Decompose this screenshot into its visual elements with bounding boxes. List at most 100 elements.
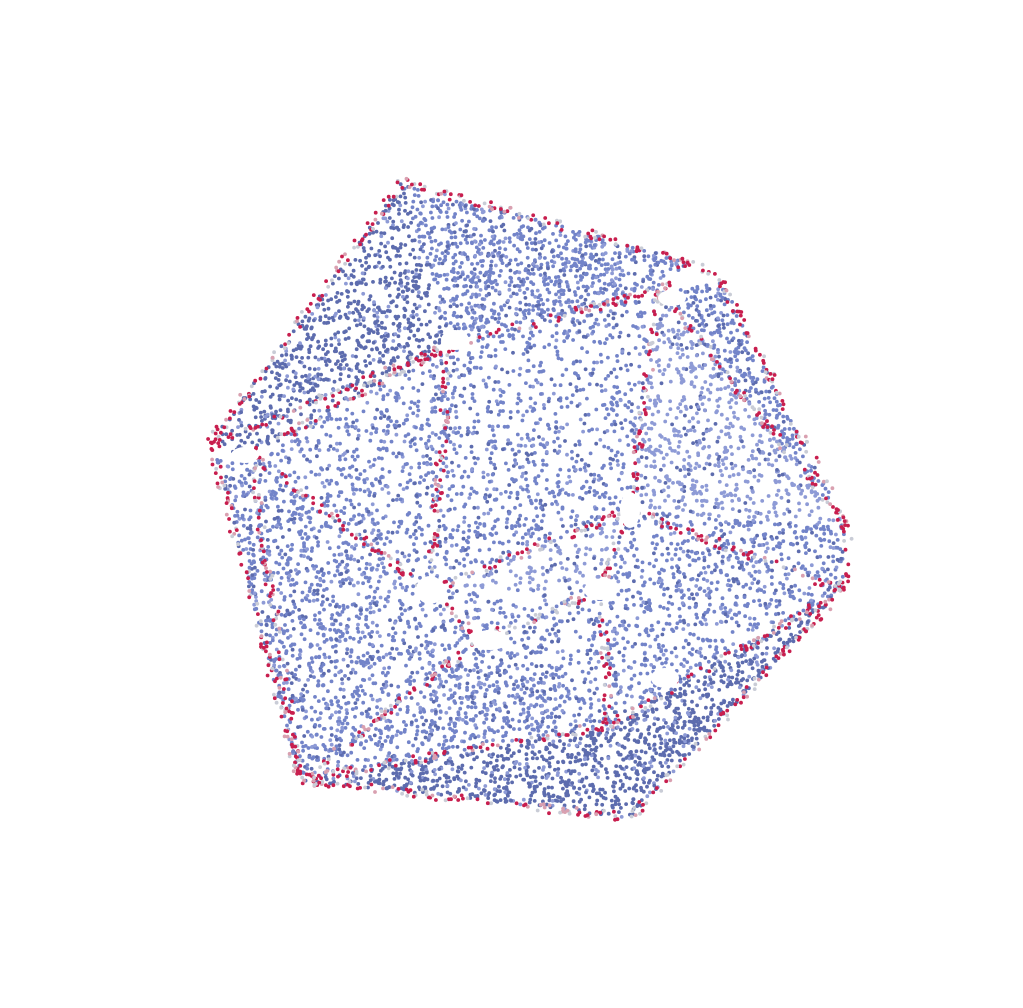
face-point bbox=[570, 299, 575, 304]
face-point bbox=[414, 536, 419, 541]
face-point bbox=[764, 412, 768, 416]
face-point bbox=[557, 444, 562, 448]
face-point bbox=[380, 487, 385, 491]
face-point bbox=[463, 548, 468, 552]
face-point bbox=[535, 492, 540, 497]
face-point bbox=[653, 256, 658, 261]
face-point bbox=[452, 506, 457, 511]
face-point bbox=[472, 275, 476, 280]
face-point bbox=[383, 208, 388, 213]
face-point bbox=[564, 242, 569, 247]
face-point bbox=[470, 279, 475, 284]
face-point bbox=[320, 467, 325, 472]
face-point bbox=[538, 293, 542, 298]
face-point bbox=[489, 460, 493, 465]
face-point bbox=[699, 654, 704, 658]
face-point bbox=[631, 438, 635, 443]
face-point bbox=[754, 456, 759, 461]
face-point bbox=[434, 392, 438, 397]
face-point bbox=[374, 391, 379, 396]
face-point bbox=[577, 330, 582, 334]
face-point bbox=[711, 339, 715, 344]
face-point bbox=[601, 291, 605, 295]
face-point bbox=[488, 219, 493, 224]
face-point bbox=[472, 505, 477, 510]
face-point bbox=[379, 335, 384, 339]
face-point bbox=[561, 245, 566, 250]
face-point bbox=[525, 246, 530, 250]
face-point bbox=[454, 451, 459, 455]
face-point bbox=[373, 253, 378, 258]
face-point bbox=[532, 407, 537, 412]
face-point bbox=[380, 320, 384, 325]
face-point bbox=[595, 360, 599, 365]
face-point bbox=[299, 447, 304, 452]
face-point bbox=[733, 463, 738, 468]
face-point bbox=[424, 473, 428, 477]
face-point bbox=[581, 484, 586, 489]
face-point bbox=[670, 557, 674, 562]
face-point bbox=[533, 217, 538, 222]
face-point bbox=[506, 438, 511, 442]
face-point bbox=[662, 368, 667, 372]
face-point bbox=[768, 437, 772, 442]
face-point bbox=[450, 391, 455, 396]
face-point bbox=[533, 451, 537, 455]
face-point bbox=[822, 569, 827, 574]
face-point bbox=[544, 602, 549, 607]
face-point bbox=[528, 498, 533, 503]
face-point bbox=[356, 476, 361, 481]
face-point bbox=[594, 275, 598, 280]
face-point bbox=[262, 409, 267, 414]
face-point bbox=[506, 562, 511, 566]
face-point bbox=[686, 467, 691, 472]
face-point bbox=[689, 361, 694, 366]
face-point bbox=[624, 309, 629, 314]
face-point bbox=[505, 424, 510, 429]
face-point bbox=[640, 568, 645, 573]
face-point bbox=[249, 582, 254, 587]
face-point bbox=[465, 289, 470, 293]
face-point bbox=[353, 258, 358, 262]
face-point bbox=[335, 441, 339, 446]
face-point bbox=[432, 277, 436, 282]
face-point bbox=[480, 210, 485, 215]
face-point bbox=[403, 195, 408, 200]
face-point bbox=[592, 290, 597, 295]
face-point bbox=[694, 498, 699, 503]
face-point bbox=[346, 374, 351, 379]
face-point bbox=[566, 239, 570, 244]
face-point bbox=[518, 503, 523, 507]
face-point bbox=[564, 367, 569, 372]
face-point bbox=[790, 436, 795, 441]
face-point bbox=[524, 517, 528, 521]
face-point bbox=[408, 534, 413, 539]
face-point bbox=[635, 558, 640, 563]
face-point bbox=[385, 424, 390, 429]
face-point bbox=[728, 553, 732, 558]
face-point bbox=[398, 262, 402, 266]
face-point bbox=[489, 281, 494, 285]
face-point bbox=[592, 339, 597, 344]
face-point bbox=[648, 398, 653, 403]
face-point bbox=[773, 522, 777, 527]
face-point bbox=[372, 313, 377, 318]
face-point bbox=[395, 530, 400, 534]
face-point bbox=[402, 439, 407, 444]
face-point bbox=[372, 457, 377, 462]
face-point bbox=[838, 547, 843, 551]
face-point bbox=[326, 499, 330, 503]
face-point bbox=[746, 527, 751, 532]
face-point bbox=[699, 513, 704, 517]
face-point bbox=[809, 592, 814, 597]
face-point bbox=[383, 203, 388, 208]
face-point bbox=[522, 316, 526, 321]
face-point bbox=[444, 434, 449, 438]
face-point bbox=[616, 592, 621, 597]
face-point bbox=[462, 400, 466, 405]
face-point bbox=[730, 318, 735, 323]
face-point bbox=[454, 559, 459, 563]
face-point bbox=[615, 450, 620, 455]
face-point bbox=[589, 515, 594, 519]
face-point bbox=[539, 382, 544, 387]
